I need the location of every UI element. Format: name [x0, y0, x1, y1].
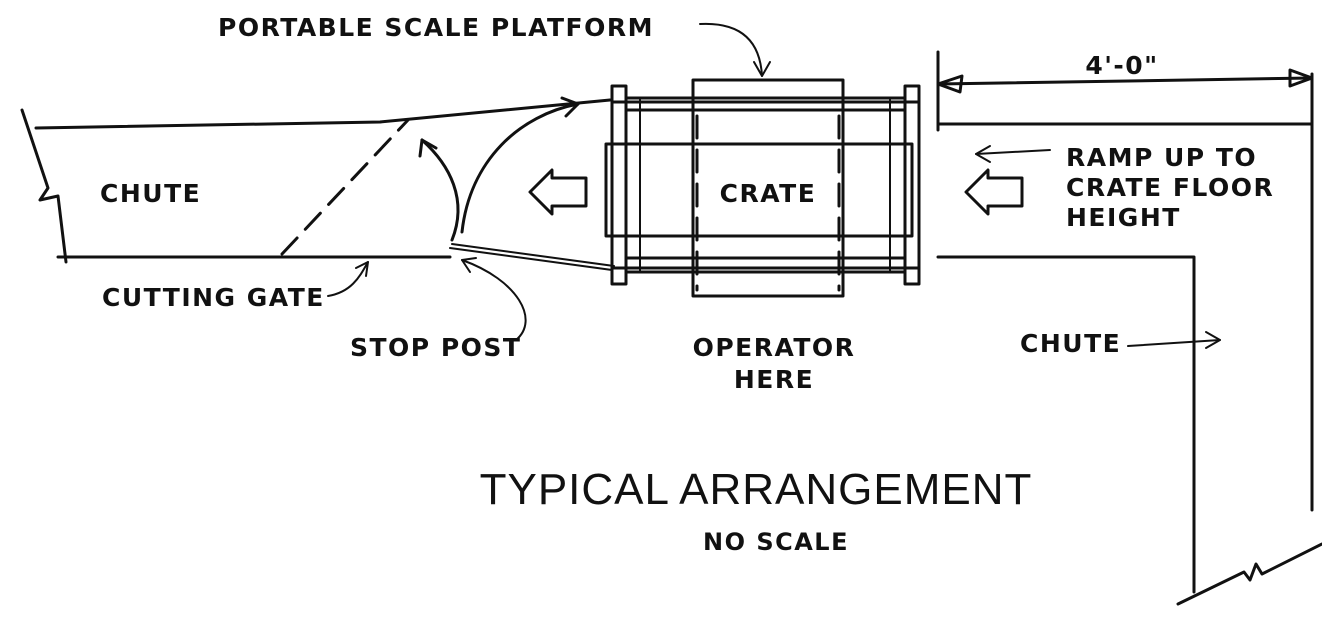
platform-bottom-rail — [610, 266, 921, 274]
right-direction-arrow-icon — [964, 168, 1024, 216]
crate-outline — [691, 78, 845, 298]
dimension-line — [936, 76, 1314, 86]
ramp-label-line1: RAMP UP TO — [1066, 143, 1257, 172]
crate-label: CRATE — [720, 179, 817, 208]
cutting-gate-leader-icon — [327, 261, 369, 297]
left-direction-arrow-icon — [528, 168, 588, 216]
swing-arc-small — [420, 138, 460, 242]
portable-scale-leader-head-icon — [753, 61, 771, 77]
right-chute — [936, 50, 1322, 606]
right-chute-outer-wall — [936, 122, 1314, 512]
platform-right-flange — [903, 84, 921, 286]
cutting-gate-leader-head-icon — [355, 261, 369, 277]
operator-label-line1: OPERATOR — [693, 333, 856, 362]
left-chute-top-wall — [34, 98, 612, 130]
right-chute-leader-icon — [1127, 339, 1221, 347]
stop-post-gate-line — [449, 247, 613, 271]
swing-arc-large — [460, 102, 580, 234]
dimension-extension-lines — [936, 50, 1314, 132]
platform-posts — [639, 97, 891, 273]
ramp-label-line2: CRATE FLOOR — [1066, 173, 1274, 202]
chute-left-label: CHUTE — [100, 179, 201, 208]
drawing-title: TYPICAL ARRANGEMENT — [480, 465, 1033, 514]
stop-post-gate-line-2 — [451, 243, 615, 267]
scale-platform — [604, 78, 921, 298]
cutting-gate-swing — [280, 118, 410, 256]
portable-scale-platform-label: PORTABLE SCALE PLATFORM — [218, 13, 654, 42]
stop-post-label: STOP POST — [350, 333, 521, 362]
dimension-arrow-icon — [936, 68, 1314, 94]
right-chute-leader-head-icon — [1205, 331, 1221, 349]
operator-label-line2: HERE — [734, 365, 814, 394]
stop-post-leader-icon — [461, 259, 527, 341]
cutting-gate-label: CUTTING GATE — [102, 283, 325, 312]
right-break-line-icon — [1176, 542, 1322, 606]
right-chute-inner-wall — [936, 255, 1196, 594]
dimension-label: 4'-0" — [1085, 51, 1158, 80]
ramp-leader-head-icon — [975, 145, 991, 163]
stop-post-leader-head-icon — [461, 257, 477, 273]
swing-arc-large-arrow-icon — [560, 96, 580, 118]
drawing-subtitle: NO SCALE — [703, 528, 849, 556]
crate-band — [604, 142, 914, 238]
platform-left-flange — [610, 84, 628, 286]
crate-hidden-lines — [695, 114, 841, 292]
ramp-leader-icon — [975, 149, 1051, 155]
chute-right-label: CHUTE — [1020, 329, 1121, 358]
ramp-label-line3: HEIGHT — [1066, 203, 1181, 232]
left-break-line-icon — [20, 108, 68, 264]
platform-top-rail — [610, 96, 921, 104]
swing-arc-small-arrow-icon — [418, 138, 438, 158]
left-chute — [20, 98, 612, 264]
portable-scale-leader-icon — [699, 22, 763, 77]
